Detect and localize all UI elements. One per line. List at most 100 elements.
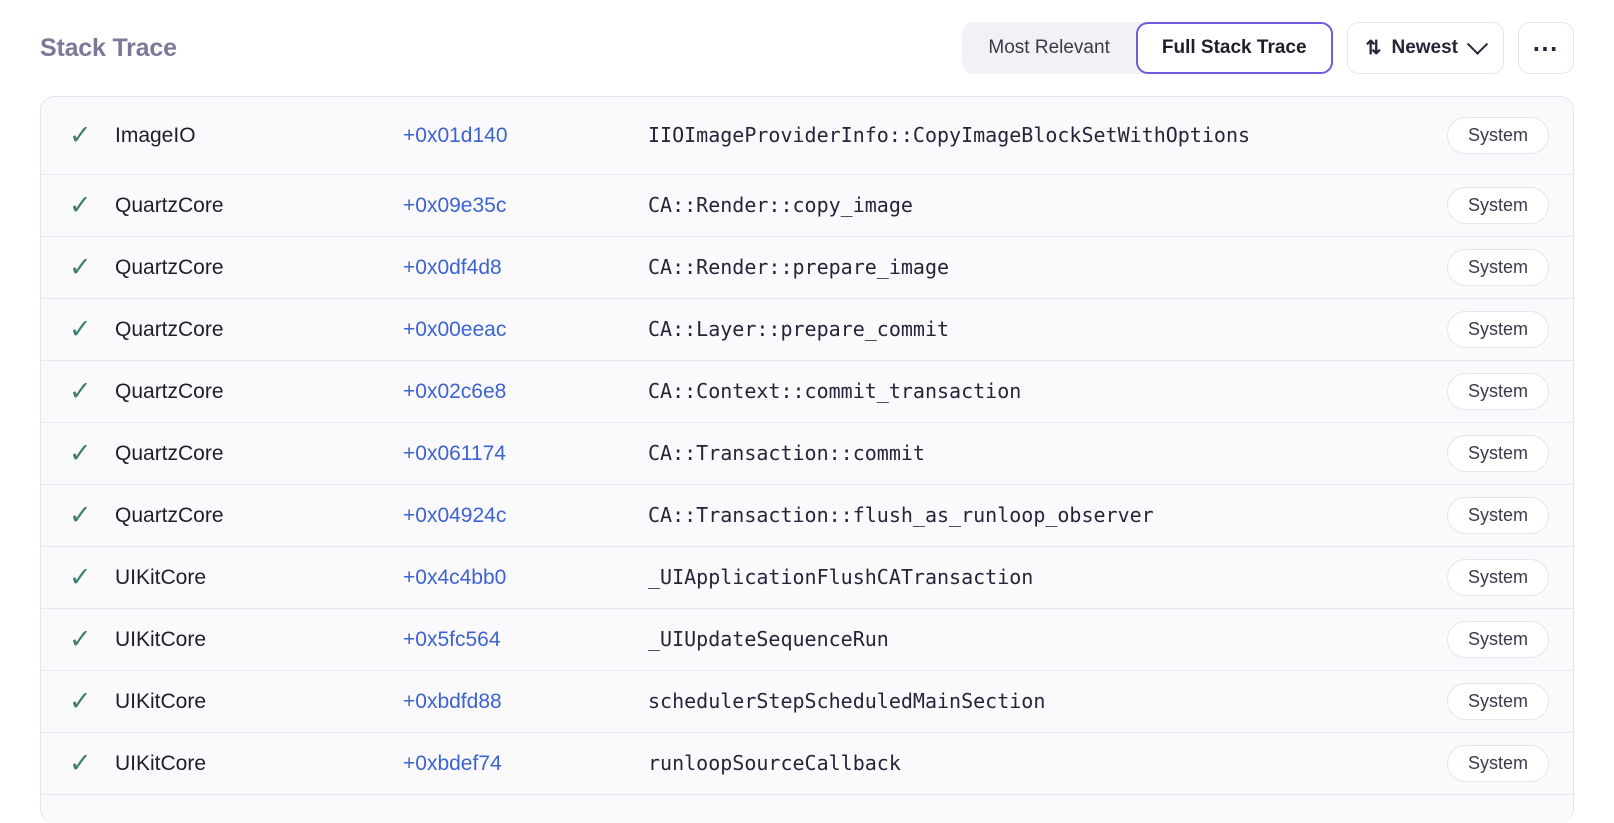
status-badge: System [1446,497,1549,534]
row-status: ✓ [63,502,115,529]
row-badge-wrap: System [1446,621,1549,658]
row-offset-link[interactable]: +0xbdef74 [403,751,502,775]
row-offset-link[interactable]: +0xbdfd88 [403,689,502,713]
table-row[interactable]: ✓ QuartzCore +0x02c6e8 CA::Context::comm… [41,361,1573,423]
row-module: UIKitCore [115,565,207,589]
row-module: QuartzCore [115,441,224,465]
row-badge-wrap: System [1446,187,1549,224]
row-badge-wrap: System [1446,745,1549,782]
row-status: ✓ [63,122,115,149]
row-status: ✓ [63,192,115,219]
chevron-down-icon [1466,33,1489,55]
row-module: QuartzCore [115,317,224,341]
status-badge: System [1446,559,1549,596]
check-icon: ✓ [69,686,92,716]
table-row[interactable]: ✓ QuartzCore +0x0df4d8 CA::Render::prepa… [41,237,1573,299]
status-badge: System [1446,683,1549,720]
row-badge-wrap: System [1446,249,1549,286]
check-icon: ✓ [69,190,92,220]
row-status: ✓ [63,316,115,343]
status-badge: System [1446,373,1549,410]
row-symbol: CA::Render::prepare_image [648,255,950,279]
row-status: ✓ [63,688,115,715]
tab-full-stack-trace[interactable]: Full Stack Trace [1135,22,1333,74]
row-symbol: _UIUpdateSequenceRun [648,627,889,651]
row-module: UIKitCore [115,751,207,775]
row-module: UIKitCore [115,689,207,713]
status-badge: System [1446,187,1549,224]
row-badge-wrap: System [1446,435,1549,472]
table-row[interactable]: ✓ QuartzCore +0x00eeac CA::Layer::prepar… [41,299,1573,361]
check-icon: ✓ [69,624,92,654]
table-row[interactable]: ✓ UIKitCore +0xbdef74 runloopSourceCallb… [41,733,1573,795]
table-row[interactable]: ✓ QuartzCore +0x04924c CA::Transaction::… [41,485,1573,547]
row-offset-link[interactable]: +0x09e35c [403,193,507,217]
row-offset-link[interactable]: +0x01d140 [403,123,508,147]
row-offset-link[interactable]: +0x04924c [403,503,507,527]
row-offset-link[interactable]: +0x5fc564 [403,627,501,651]
row-offset-link[interactable]: +0x4c4bb0 [403,565,507,589]
status-badge: System [1446,745,1549,782]
ellipsis-icon: ⋯ [1532,32,1560,63]
row-symbol: IIOImageProviderInfo::CopyImageBlockSetW… [648,123,1251,147]
row-symbol: schedulerStepScheduledMainSection [648,689,1046,713]
row-symbol: CA::Transaction::flush_as_runloop_observ… [648,503,1154,527]
status-badge: System [1446,311,1549,348]
row-module: QuartzCore [115,193,224,217]
header-controls: Most Relevant Full Stack Trace ⇅ Newest … [962,22,1574,74]
row-status: ✓ [63,626,115,653]
row-status: ✓ [63,440,115,467]
table-row[interactable]: ✓ UIKitCore +0x5fc564 _UIUpdateSequenceR… [41,609,1573,671]
row-module: ImageIO [115,123,196,147]
check-icon: ✓ [69,748,92,778]
status-badge: System [1446,435,1549,472]
row-badge-wrap: System [1446,117,1549,154]
view-mode-segmented-control[interactable]: Most Relevant Full Stack Trace [962,22,1333,74]
check-icon: ✓ [69,314,92,344]
row-symbol: CA::Layer::prepare_commit [648,317,950,341]
row-status: ✓ [63,564,115,591]
table-row[interactable]: ✓ QuartzCore +0x061174 CA::Transaction::… [41,423,1573,485]
table-row[interactable]: ✓ QuartzCore +0x09e35c CA::Render::copy_… [41,175,1573,237]
sort-button[interactable]: ⇅ Newest [1346,22,1504,74]
row-module: UIKitCore [115,627,207,651]
page-title: Stack Trace [40,33,177,62]
row-module: QuartzCore [115,379,224,403]
row-badge-wrap: System [1446,683,1549,720]
row-badge-wrap: System [1446,497,1549,534]
stack-trace-table: ✓ ImageIO +0x01d140 IIOImageProviderInfo… [40,96,1574,823]
row-status: ✓ [63,378,115,405]
row-badge-wrap: System [1446,311,1549,348]
row-symbol: _UIApplicationFlushCATransaction [648,565,1034,589]
row-symbol: CA::Context::commit_transaction [648,379,1022,403]
table-row[interactable]: ✓ UIKitCore +0x4c4bb0 _UIApplicationFlus… [41,547,1573,609]
row-symbol: CA::Transaction::commit [648,441,925,465]
panel-header: Stack Trace Most Relevant Full Stack Tra… [40,0,1574,96]
status-badge: System [1446,117,1549,154]
check-icon: ✓ [69,438,92,468]
check-icon: ✓ [69,252,92,282]
row-status: ✓ [63,750,115,777]
row-module: QuartzCore [115,255,224,279]
row-badge-wrap: System [1446,373,1549,410]
row-badge-wrap: System [1446,559,1549,596]
sort-arrows-icon: ⇅ [1365,37,1382,59]
check-icon: ✓ [69,500,92,530]
row-offset-link[interactable]: +0x00eeac [403,317,507,341]
row-status: ✓ [63,254,115,281]
table-row[interactable]: ✓ UIKitCore +0xbdfd88 schedulerStepSched… [41,671,1573,733]
check-icon: ✓ [69,120,92,150]
check-icon: ✓ [69,376,92,406]
tab-most-relevant[interactable]: Most Relevant [988,37,1110,58]
sort-button-label: Newest [1391,37,1458,58]
status-badge: System [1446,249,1549,286]
row-offset-link[interactable]: +0x061174 [403,441,506,465]
more-options-button[interactable]: ⋯ [1518,22,1574,74]
row-symbol: CA::Render::copy_image [648,193,913,217]
row-offset-link[interactable]: +0x0df4d8 [403,255,502,279]
row-symbol: runloopSourceCallback [648,751,901,775]
table-row[interactable]: ✓ ImageIO +0x01d140 IIOImageProviderInfo… [41,97,1573,175]
row-offset-link[interactable]: +0x02c6e8 [403,379,507,403]
row-module: QuartzCore [115,503,224,527]
